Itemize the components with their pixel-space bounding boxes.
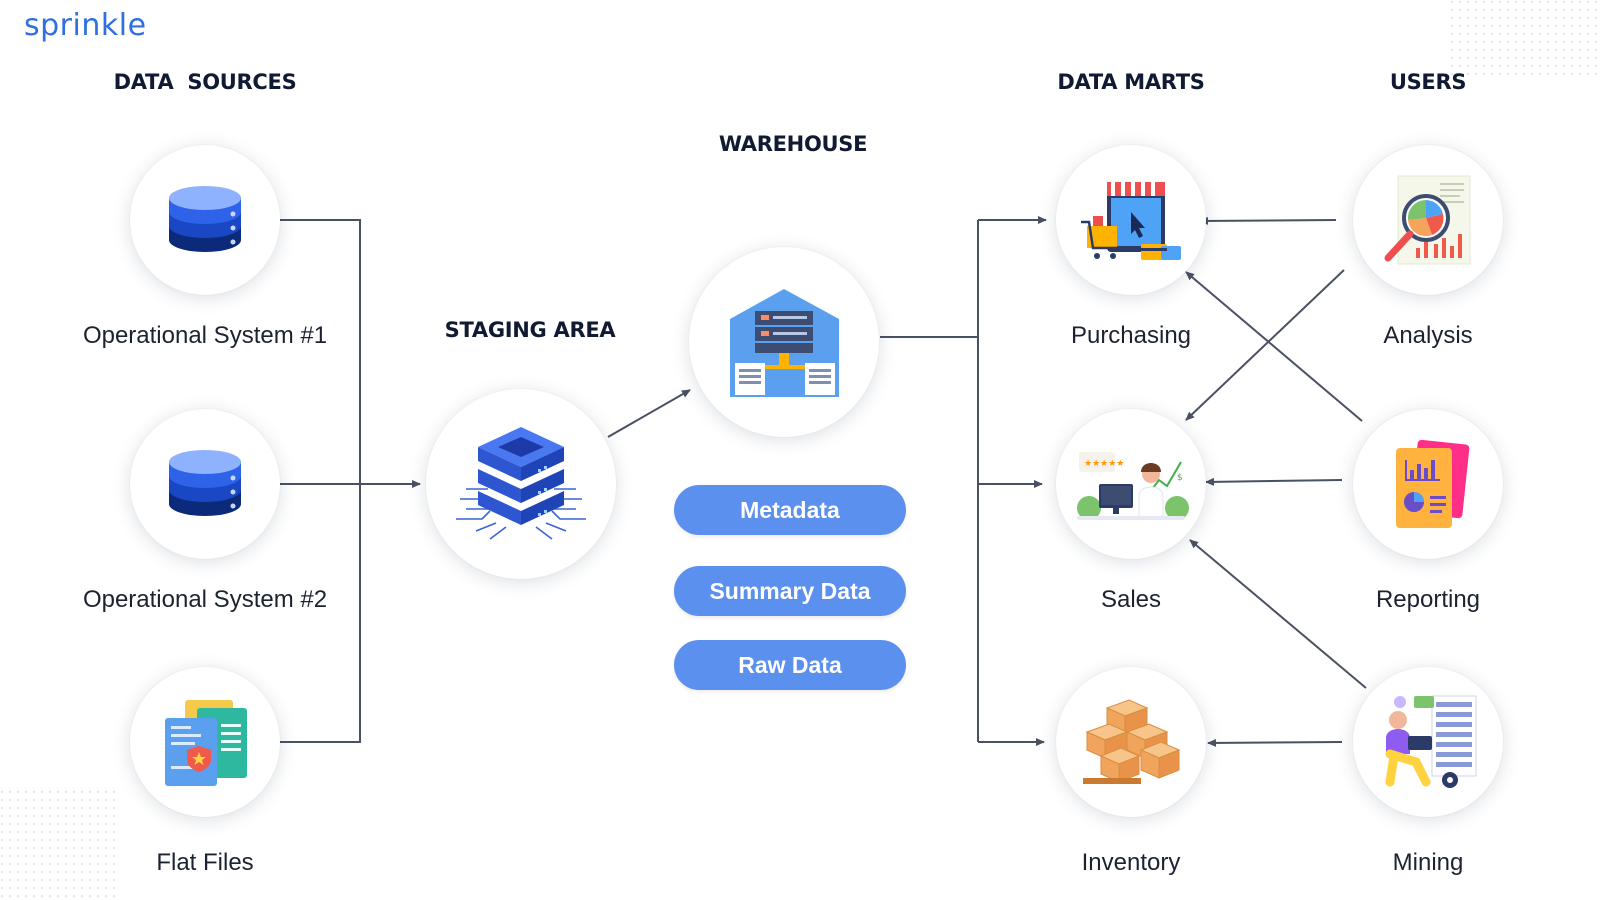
warehouse-icon <box>729 288 839 397</box>
mart-label-sales: Sales <box>1100 586 1162 613</box>
magnifier-chart-icon <box>1384 175 1471 265</box>
heading-data-marts: DATA MARTS <box>1057 70 1205 94</box>
heading-data-sources: DATA SOURCES <box>113 70 297 94</box>
warehouse-node[interactable] <box>689 247 879 437</box>
connector-reporting-to-purchasing <box>1185 271 1363 422</box>
database-icon <box>169 186 241 252</box>
server-stack-icon <box>456 427 586 540</box>
connector-mining-to-sales <box>1189 539 1367 689</box>
user-node-mining[interactable] <box>1353 667 1503 817</box>
connector-mining-to-inventory <box>1207 738 1343 747</box>
source-label-3: Flat Files <box>156 849 254 876</box>
heading-warehouse: WAREHOUSE <box>718 132 868 156</box>
boxes-pallet-icon <box>1083 699 1181 784</box>
user-node-reporting[interactable] <box>1353 409 1503 559</box>
database-icon <box>169 450 241 516</box>
connector-source-1 <box>275 219 361 743</box>
decorative-dots-bottom-left <box>0 790 120 900</box>
user-label-reporting: Reporting <box>1375 586 1481 613</box>
mart-label-purchasing: Purchasing <box>1070 322 1192 349</box>
user-label-analysis: Analysis <box>1383 322 1473 349</box>
warehouse-layer-summary-data[interactable]: Summary Data <box>674 566 906 616</box>
report-document-icon <box>1396 439 1470 528</box>
connector-analysis-to-purchasing <box>1199 216 1337 225</box>
source-label-2: Operational System #2 <box>82 586 328 613</box>
flat-files-icon <box>165 700 247 786</box>
decorative-dots-top-right <box>1450 0 1600 80</box>
connector-reporting-to-sales <box>1205 477 1343 486</box>
mart-node-purchasing[interactable] <box>1056 145 1206 295</box>
warehouse-layer-metadata[interactable]: Metadata <box>674 485 906 535</box>
connector-analysis-to-sales <box>1185 269 1345 421</box>
heading-users: USERS <box>1389 70 1467 94</box>
staging-node[interactable] <box>426 389 616 579</box>
mart-label-inventory: Inventory <box>1081 849 1181 876</box>
sales-agent-icon: ★★★★★ $ <box>1077 452 1189 520</box>
brand-logo[interactable]: sprinkle <box>24 8 147 43</box>
connector-staging-to-warehouse <box>607 389 691 438</box>
warehouse-layer-raw-data[interactable]: Raw Data <box>674 640 906 690</box>
svg-text:$: $ <box>1177 473 1183 483</box>
source-label-1: Operational System #1 <box>82 322 328 349</box>
source-node-1[interactable] <box>130 145 280 295</box>
mart-node-inventory[interactable] <box>1056 667 1206 817</box>
user-label-mining: Mining <box>1392 849 1464 876</box>
online-shop-icon <box>1081 182 1181 260</box>
user-node-analysis[interactable] <box>1353 145 1503 295</box>
heading-staging-area: STAGING AREA <box>444 318 616 342</box>
svg-text:★★★★★: ★★★★★ <box>1084 459 1124 469</box>
mart-node-sales[interactable]: ★★★★★ $ <box>1056 409 1206 559</box>
data-mining-icon <box>1385 695 1477 788</box>
source-node-2[interactable] <box>130 409 280 559</box>
source-node-3[interactable] <box>130 667 280 817</box>
